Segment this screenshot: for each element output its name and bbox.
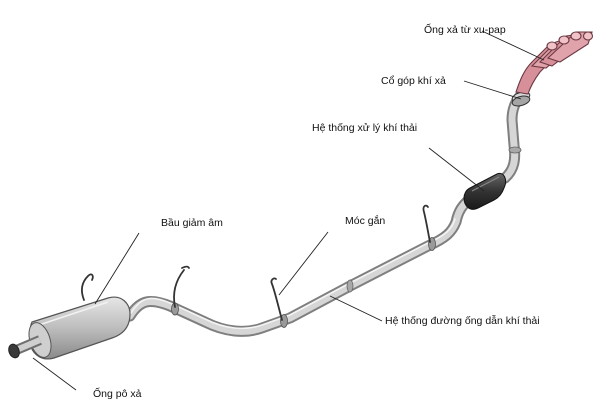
label-exhaust-pipe-system: Hệ thống đường ống dẫn khí thải [385, 314, 540, 327]
leader-tailpipe [33, 358, 76, 390]
catalytic-converter [464, 173, 506, 209]
leader-exhaust-pipe-system [330, 296, 382, 321]
leader-hanger-hook [279, 232, 328, 295]
label-exhaust-valve-pipe: Ống xả từ xu-pap [424, 22, 506, 36]
label-muffler: Bầu giảm âm [161, 217, 223, 229]
leader-muffler [95, 233, 139, 304]
exhaust-manifold [516, 32, 593, 94]
muffler [25, 297, 130, 360]
label-exhaust-treatment-system: Hệ thống xử lý khí thải [312, 122, 417, 134]
label-hanger-hook: Móc gắn [345, 214, 385, 227]
label-tailpipe: Ống pô xả [93, 386, 142, 400]
leader-exhaust-treatment [429, 148, 484, 191]
leader-exhaust-manifold [464, 81, 521, 99]
label-exhaust-manifold: Cổ góp khí xả [381, 75, 446, 87]
